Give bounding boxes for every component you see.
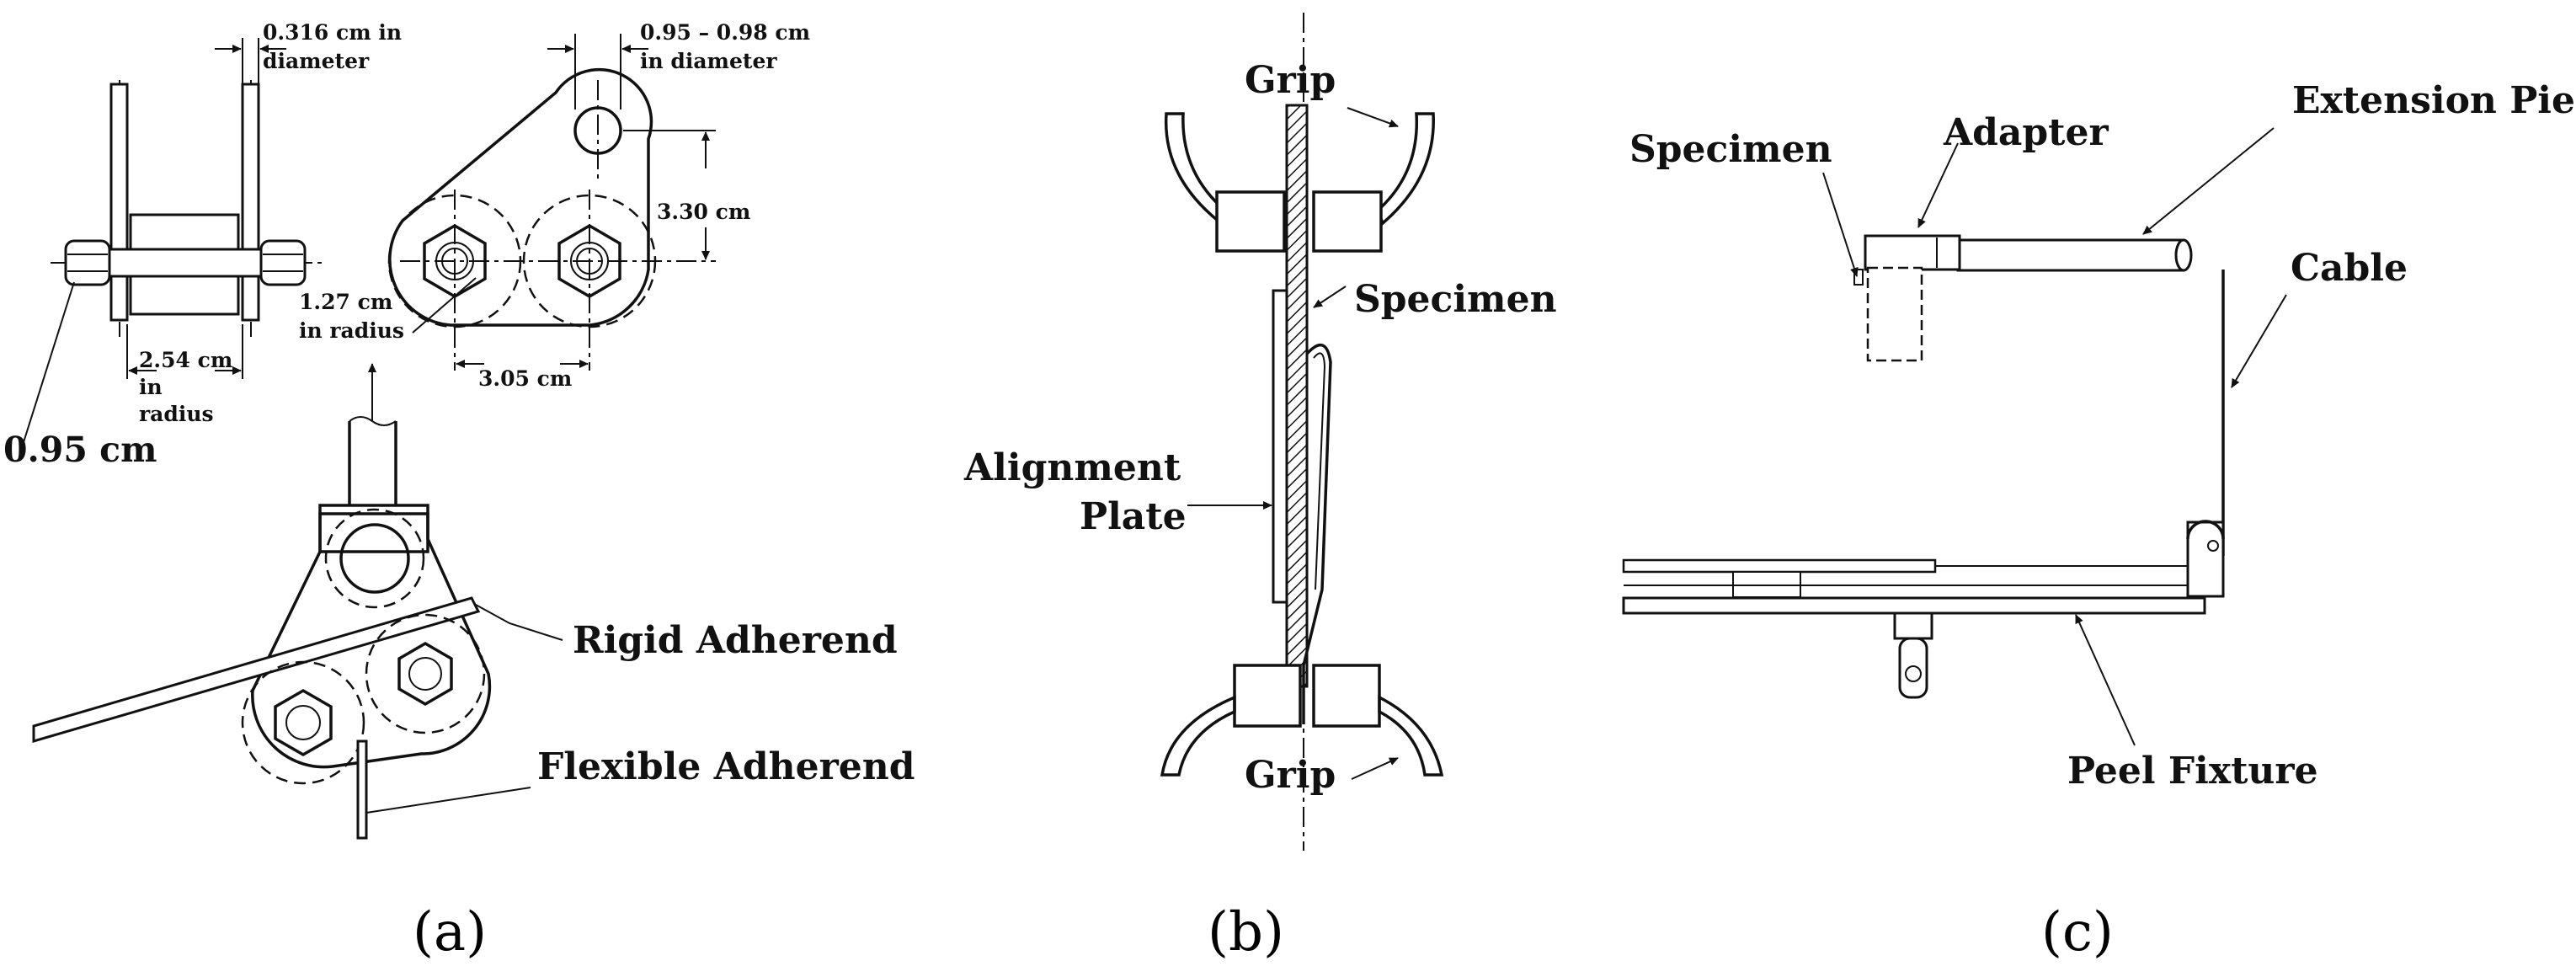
extension-piece-label: Extension Piece	[2292, 79, 2576, 122]
specimen-label-b: Specimen	[1354, 278, 1557, 321]
svg-text:in diameter: in diameter	[640, 49, 777, 73]
caption-b: (b)	[1208, 901, 1284, 964]
radius-127-line1: 1.27 cm	[299, 290, 392, 314]
svg-text:diameter: diameter	[263, 49, 370, 73]
svg-text:0.95 – 0.98 cm: 0.95 – 0.98 cm	[640, 20, 810, 45]
flexible-adherend-label: Flexible Adherend	[537, 745, 915, 788]
pin-diameter-line1: 0.316 cm in	[263, 20, 402, 45]
panel-b-drawing	[1160, 13, 1444, 851]
alignment-plate-line2: Plate	[1080, 495, 1187, 538]
cable-label: Cable	[2291, 247, 2408, 290]
panel-c-labels: Specimen Adapter Extension Piece Cable P…	[1629, 79, 2576, 964]
radius-254-line2: in	[139, 375, 163, 399]
radius-254-line3: radius	[139, 402, 214, 426]
rigid-adherend-label: Rigid Adherend	[573, 619, 898, 662]
hole-diameter-line2: in diameter	[640, 49, 777, 73]
peel-fixture-label: Peel Fixture	[2067, 750, 2318, 793]
caption-c: (c)	[2041, 901, 2114, 964]
pin-diameter-line2: diameter	[263, 49, 370, 73]
height-dim: 3.30 cm	[657, 200, 750, 224]
panel-b-labels: Grip Specimen Alignment Plate Grip (b)	[963, 59, 1557, 964]
panel-a-side-view	[23, 38, 324, 443]
grip-bottom-label: Grip	[1245, 754, 1336, 797]
alignment-plate-line1: Alignment	[963, 446, 1181, 489]
grip-top-label: Grip	[1245, 59, 1336, 102]
adapter-label: Adapter	[1943, 111, 2109, 154]
panel-a-labels: 0.316 cm in diameter 0.95 – 0.98 cm in d…	[3, 20, 915, 964]
radius-127-line2: in radius	[299, 318, 404, 343]
hole-diameter-line1: 0.95 – 0.98 cm	[640, 20, 810, 45]
caption-a: (a)	[413, 901, 487, 964]
svg-text:0.316 cm in: 0.316 cm in	[263, 20, 402, 45]
radius-254-line1: 2.54 cm	[139, 348, 232, 372]
panel-c-drawing	[1622, 127, 2287, 746]
panel-a-plate-view	[387, 34, 716, 371]
panel-a-assembly	[32, 363, 563, 840]
specimen-label-c: Specimen	[1629, 128, 1832, 171]
spacing-dim: 3.05 cm	[478, 366, 572, 391]
bolt-dim: 0.95 cm	[3, 430, 157, 470]
